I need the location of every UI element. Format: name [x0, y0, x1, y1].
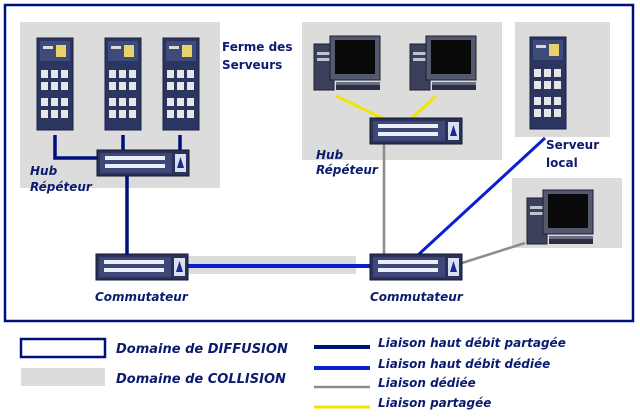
label-serveur-local-line2: local — [546, 156, 578, 170]
label-commutateur-1: Commutateur — [95, 290, 188, 304]
legend-liaison-hd-dediee: Liaison haut débit dédiée — [378, 357, 551, 371]
commutateur-2 — [369, 253, 463, 281]
legend-domaine-collision: Domaine de COLLISION — [116, 372, 286, 387]
hub-repeteur-2 — [369, 117, 463, 145]
legend-diffusion-swatch — [19, 337, 107, 359]
legend-graphics — [19, 337, 370, 409]
legend-liaison-dediee: Liaison dédiée — [378, 376, 476, 390]
label-hub2-line2: Répéteur — [316, 163, 378, 177]
label-serveurs: Serveurs — [222, 58, 283, 72]
label-ferme: Ferme des — [222, 40, 293, 54]
legend-collision-swatch — [21, 368, 105, 386]
server-farm — [36, 37, 200, 131]
commutateur-1 — [95, 253, 189, 281]
label-commutateur-2: Commutateur — [370, 290, 463, 304]
legend-liaison-hd-partagee: Liaison haut débit partagée — [378, 336, 566, 350]
label-hub2-line1: Hub — [316, 148, 344, 162]
label-hub1-line1: Hub — [30, 164, 58, 178]
legend-liaison-partagee: Liaison partagée — [378, 396, 492, 410]
legend-domaine-diffusion: Domaine de DIFFUSION — [116, 342, 288, 357]
hub-repeteur-1 — [96, 149, 190, 177]
local-server-tower — [529, 36, 567, 130]
label-hub1-line2: Répéteur — [30, 180, 92, 194]
label-serveur-local-line1: Serveur — [546, 138, 600, 152]
diffusion-domain-border — [3, 3, 635, 323]
